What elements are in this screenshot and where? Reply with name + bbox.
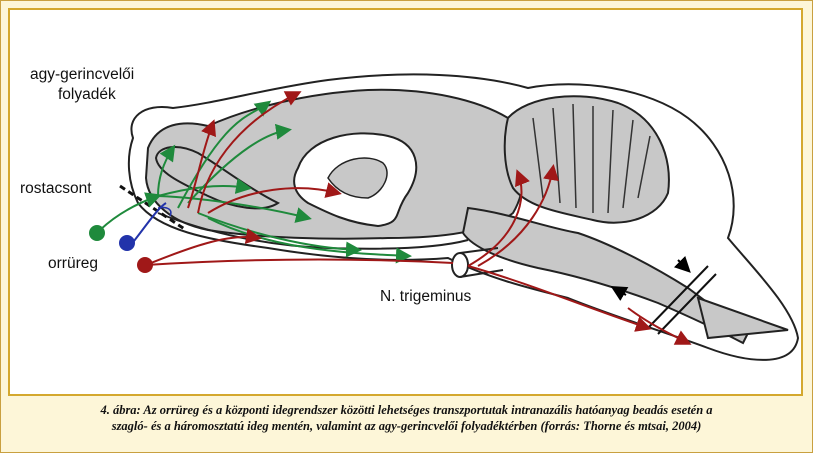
csf-label-2: folyadék (58, 86, 116, 103)
spinal-cord (696, 296, 789, 340)
trigeminal-label: N. trigeminus (380, 288, 472, 305)
ethmoid-line (119, 184, 187, 232)
csf-label: agy-gerincvelői (30, 66, 135, 83)
olfactory-routes (99, 100, 412, 264)
trigeminal-nerve (451, 252, 469, 278)
figure-caption: 4. ábra: Az orrüreg és a központi idegre… (10, 402, 803, 434)
nasal-cavity-label: orrüreg (48, 255, 98, 272)
brainstem (461, 206, 750, 345)
nasal-start-dot (137, 257, 153, 273)
csf-route (133, 202, 167, 242)
ventricle-inner (327, 157, 388, 199)
olfactory-start-dot (89, 225, 105, 241)
csf-start-dot (119, 235, 135, 251)
caption-line-1: 4. ábra: Az orrüreg és a központi idegre… (100, 403, 713, 417)
ethmoid-label: rostacsont (20, 180, 92, 197)
brain-diagram (89, 73, 800, 361)
caption-line-2: szagló- és a háromosztatú ideg mentén, v… (111, 419, 702, 433)
trigeminal-routes (145, 91, 692, 345)
